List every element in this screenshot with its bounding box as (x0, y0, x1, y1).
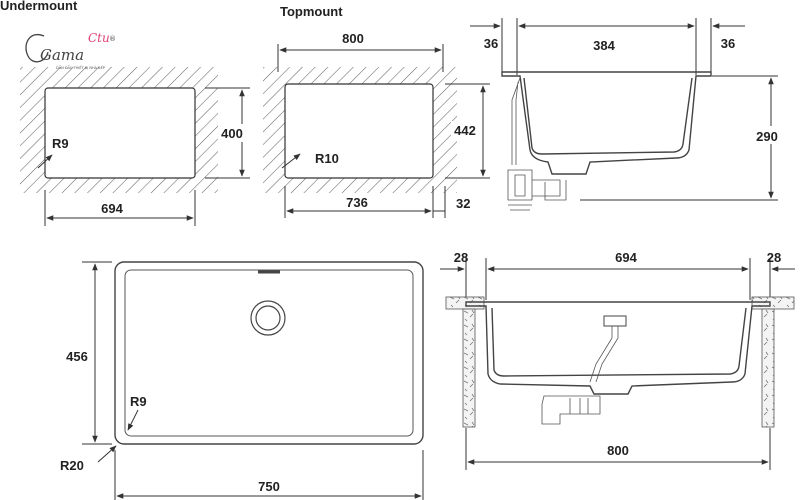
gama-logo: Gama Ctu ® DẪN ĐẦU THIẾT BỊ NHÀ BẾP (25, 31, 116, 70)
front-cabinet-left (462, 308, 476, 428)
front-overflow-box (603, 315, 627, 327)
side-left-margin-label: 36 (484, 36, 498, 51)
logo-accent: Ctu (88, 31, 110, 45)
front-trap-rings (569, 398, 589, 414)
front-right-margin-label: 28 (767, 250, 781, 265)
front-overflow-pipe (589, 326, 619, 383)
topmount-radius-label: R10 (315, 151, 339, 166)
front-left-margin-label: 28 (454, 250, 468, 265)
front-waste-trap (541, 395, 601, 425)
topmount-width-label: 736 (346, 195, 368, 210)
front-sink-profile (465, 301, 771, 395)
side-section-diagram: 36 384 36 290 (470, 18, 782, 211)
top-view-inner-radius-label: R9 (130, 394, 147, 409)
top-view-diagram: 456 750 R20 R9 (60, 261, 424, 500)
undermount-width-label: 694 (101, 201, 123, 216)
undermount-height-label: 400 (221, 126, 243, 141)
topmount-title: Topmount (280, 4, 343, 19)
topmount-gap-label: 32 (456, 196, 470, 211)
front-bowl-label: 694 (615, 250, 637, 265)
front-section-diagram: 28 694 28 800 (440, 250, 795, 470)
logo-registered-mark: ® (109, 35, 116, 43)
top-view-height-label-bg (60, 346, 94, 364)
side-bowl-label: 384 (593, 38, 615, 53)
topmount-diagram: 800 736 32 442 R10 (263, 31, 490, 218)
side-trap-base (508, 204, 532, 211)
logo-swash (25, 33, 49, 63)
side-drain-fitting (532, 179, 567, 201)
side-overflow-pipe (511, 77, 521, 165)
side-bowl-inner (523, 77, 693, 155)
side-trap (507, 169, 533, 201)
topmount-cutout (284, 83, 434, 179)
side-sink-profile (501, 71, 712, 175)
undermount-title: Undermount (0, 0, 78, 13)
side-right-margin-label: 36 (721, 36, 735, 51)
undermount-height-label-bg (220, 124, 244, 142)
top-view-inner-radius-leader (127, 409, 139, 431)
top-view-outer-rim (114, 261, 424, 445)
top-view-width-label: 750 (258, 479, 280, 494)
front-bowl-inner (491, 307, 747, 377)
undermount-diagram: 694 400 R9 (20, 67, 250, 226)
front-overall-label: 800 (607, 443, 629, 458)
top-view-inner-bowl (124, 269, 414, 437)
top-view-drain-inner (255, 305, 281, 331)
topmount-overall-label: 800 (342, 31, 364, 46)
front-cabinet-right (761, 308, 775, 428)
side-depth-label-bg (752, 126, 782, 144)
front-counter-right (751, 296, 795, 310)
logo-word: Gama (40, 46, 84, 64)
undermount-radius-label: R9 (52, 136, 69, 151)
top-view-height-label: 456 (66, 349, 88, 364)
top-view-outer-radius-label: R20 (60, 458, 84, 473)
front-counter-left (445, 296, 485, 310)
topmount-height-label-bg (451, 121, 479, 139)
top-view-outer-radius-leader (97, 445, 117, 463)
side-depth-label: 290 (756, 129, 778, 144)
undermount-cutout (44, 87, 196, 179)
topmount-radius-leader (281, 153, 301, 169)
undermount-radius-leader (37, 154, 53, 169)
topmount-height-label: 442 (454, 123, 476, 138)
